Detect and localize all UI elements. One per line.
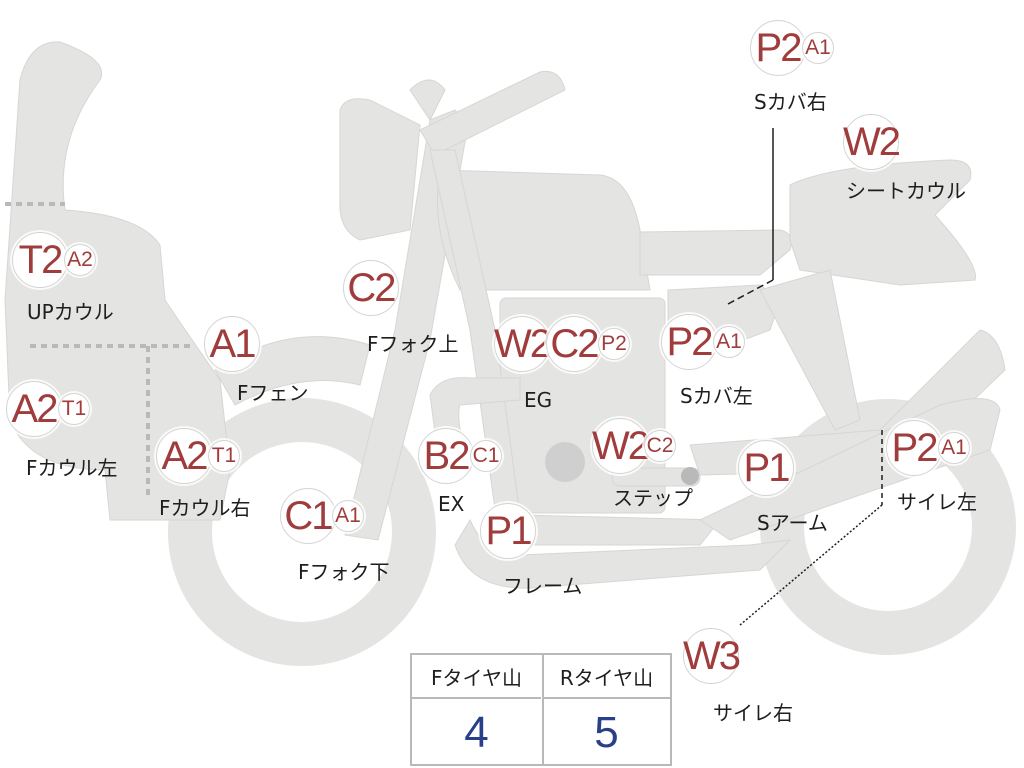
damage-code-badge: P2 — [750, 20, 806, 76]
footstep — [611, 467, 701, 487]
label-engine: EG — [524, 388, 553, 412]
engine-cover-circle — [545, 442, 585, 482]
damage-code-badge: T2 — [12, 232, 68, 288]
leader-s-cover-right-dash — [727, 279, 774, 305]
seat — [639, 229, 792, 276]
leader-silencer-right — [739, 504, 883, 626]
table-divider — [542, 655, 544, 766]
front-wheel — [168, 398, 436, 666]
damage-code-badge: T1 — [208, 440, 240, 472]
damage-code-badge: C2 — [644, 430, 676, 462]
step-pivot — [681, 467, 699, 485]
damage-code-badge: C2 — [546, 316, 602, 372]
damage-code-badge: C1 — [470, 440, 502, 472]
damage-code-badge: W2 — [592, 418, 650, 474]
label-s-arm: Sアーム — [757, 511, 828, 535]
front-tire-value: 4 — [464, 707, 489, 757]
label-s-cover-right: Sカバ右 — [754, 90, 827, 114]
callout-f-fork-upper: C2 — [343, 260, 399, 316]
label-exhaust: EX — [438, 492, 465, 516]
damage-code-badge: A2 — [156, 428, 212, 484]
label-silencer-right: サイレ右 — [713, 701, 793, 725]
mirror — [409, 79, 446, 121]
damage-code-badge: A1 — [204, 316, 260, 372]
damage-code-badge: A1 — [802, 32, 834, 64]
headlight — [339, 98, 421, 241]
damage-code-badge: A2 — [6, 381, 62, 437]
label-s-cover-left: Sカバ左 — [680, 384, 753, 408]
label-up-cowl: UPカウル — [27, 300, 114, 324]
damage-code-badge: P1 — [738, 440, 794, 496]
damage-code-badge: W2 — [494, 316, 552, 372]
callout-silencer-right: W3 — [683, 628, 741, 684]
callout-step: W2C2 — [592, 418, 676, 474]
seat-cowl — [789, 159, 976, 286]
damage-code-badge: P2 — [661, 314, 717, 370]
callout-seat-cowl: W2 — [843, 114, 901, 170]
label-f-cowl-left: Fカウル左 — [26, 456, 118, 480]
rear-wheel — [760, 399, 1016, 655]
label-seat-cowl: シートカウル — [846, 179, 966, 203]
callout-f-fender: A1 — [204, 316, 260, 372]
label-silencer-left: サイレ左 — [897, 490, 977, 514]
damage-code-badge: C1 — [280, 488, 336, 544]
damage-code-badge: W3 — [683, 628, 741, 684]
label-f-cowl-right: Fカウル右 — [159, 496, 251, 520]
rear-frame — [759, 269, 861, 431]
label-f-fork-lower: Fフォク下 — [298, 560, 390, 584]
handlebar-right — [419, 70, 566, 156]
damage-code-badge: A1 — [713, 326, 745, 358]
rear-tire-header: Rタイヤ山 — [542, 655, 671, 699]
damage-code-badge: A1 — [938, 432, 970, 464]
front-tire-header: Fタイヤ山 — [412, 655, 541, 699]
damage-code-badge: P1 — [480, 503, 536, 559]
label-frame: フレーム — [503, 574, 583, 598]
damage-code-badge: P2 — [886, 420, 942, 476]
damage-code-badge: C2 — [343, 260, 399, 316]
damage-code-badge: B2 — [418, 428, 474, 484]
fuel-tank — [437, 169, 651, 291]
label-step: ステップ — [613, 486, 693, 510]
tire-tread-table: Fタイヤ山 Rタイヤ山 4 5 — [410, 653, 672, 766]
damage-code-badge: W2 — [843, 114, 901, 170]
damage-code-badge: A2 — [64, 244, 96, 276]
label-f-fender: Fフェン — [237, 381, 309, 405]
damage-code-badge: T1 — [58, 393, 90, 425]
callout-frame: P1 — [480, 503, 536, 559]
rear-tire-value: 5 — [594, 707, 619, 757]
callout-s-arm: P1 — [738, 440, 794, 496]
label-f-fork-upper: Fフォク上 — [367, 332, 459, 356]
damage-code-badge: A1 — [332, 500, 364, 532]
damage-code-badge: P2 — [598, 328, 630, 360]
